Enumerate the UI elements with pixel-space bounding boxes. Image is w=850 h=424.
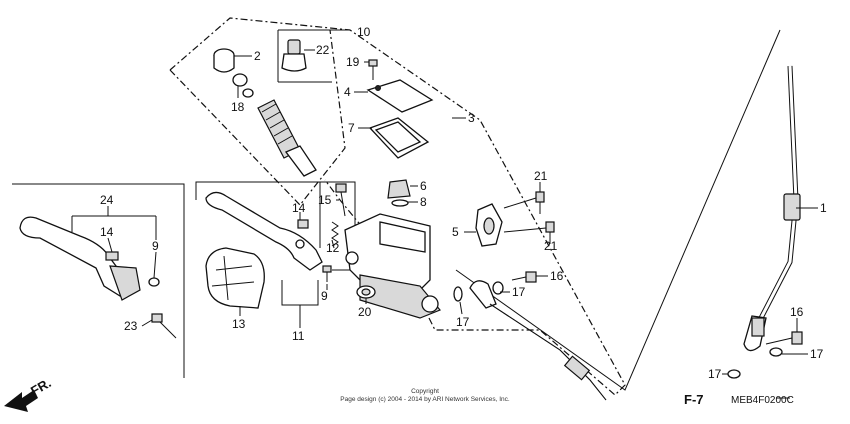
callout-23: 23 xyxy=(124,319,138,333)
part-13-lever-cover[interactable] xyxy=(205,247,265,309)
callout-1: 1 xyxy=(820,201,827,215)
part-4-reservoir-cap[interactable] xyxy=(366,79,434,113)
callout-15: 15 xyxy=(318,193,332,207)
callout-20: 20 xyxy=(358,305,372,319)
part-2-dust-boot[interactable] xyxy=(213,48,235,73)
part-17-washer-a[interactable] xyxy=(453,286,463,302)
leader-lines xyxy=(71,49,818,399)
part-12-spring[interactable] xyxy=(331,221,339,247)
part-23-bolt[interactable] xyxy=(151,313,177,339)
callouts: 2 22 18 10 19 4 7 3 6 8 5 21 21 16 17 17… xyxy=(100,25,827,381)
part-3-master-cylinder[interactable] xyxy=(344,213,441,319)
copyright-line-1: Copyright xyxy=(411,388,439,395)
callout-5: 5 xyxy=(452,225,459,239)
callout-16-right: 16 xyxy=(790,305,804,319)
part-24-lever-assembly[interactable] xyxy=(19,216,141,301)
callout-4: 4 xyxy=(344,85,351,99)
part-6-float[interactable] xyxy=(387,179,411,199)
copyright-line-2: Page design (c) 2004 - 2014 by ARI Netwo… xyxy=(340,396,510,403)
part-10-piston-spring[interactable] xyxy=(257,99,317,177)
part-15-pivot-bolt[interactable] xyxy=(335,183,347,217)
callout-19: 19 xyxy=(346,55,360,69)
callout-3: 3 xyxy=(468,111,475,125)
part-19-screw[interactable] xyxy=(368,59,378,80)
group-outline-hose-right xyxy=(455,29,781,391)
diagram-code: MEB4F0200C xyxy=(731,395,794,406)
callout-24: 24 xyxy=(100,193,114,207)
part-17-washer-d[interactable] xyxy=(769,347,783,357)
arrow-left-icon xyxy=(4,390,38,412)
callout-14-center: 14 xyxy=(292,201,306,215)
callout-17-c: 17 xyxy=(708,367,722,381)
part-21-bolt-upper[interactable] xyxy=(503,191,545,214)
part-20-washer[interactable] xyxy=(356,285,376,299)
callout-10: 10 xyxy=(357,25,371,39)
lever-kit-bracket-11 xyxy=(281,280,319,306)
callout-11: 11 xyxy=(292,329,305,343)
callout-21-upper: 21 xyxy=(534,169,548,183)
callout-22: 22 xyxy=(316,43,330,57)
callout-6: 6 xyxy=(420,179,427,193)
part-9-left-bolt[interactable] xyxy=(148,277,160,287)
callout-21-lower: 21 xyxy=(544,239,558,253)
part-14-nut[interactable] xyxy=(297,219,309,229)
group-outline-piston-kit xyxy=(169,29,346,206)
callout-8: 8 xyxy=(420,195,427,209)
callout-12: 12 xyxy=(326,241,340,255)
front-direction-marker: FR. xyxy=(4,375,54,412)
part-17-washer-c[interactable] xyxy=(727,369,741,379)
part-9-bolt[interactable] xyxy=(322,265,332,282)
callout-14-left: 14 xyxy=(100,225,114,239)
callout-17-a: 17 xyxy=(456,315,470,329)
part-16-banjo-bolt[interactable] xyxy=(511,271,537,283)
callout-18: 18 xyxy=(231,100,245,114)
callout-9-center: 9 xyxy=(321,289,328,303)
callout-13: 13 xyxy=(232,317,246,331)
callout-2: 2 xyxy=(254,49,261,63)
part-8-oring[interactable] xyxy=(391,199,409,207)
callout-9-left: 9 xyxy=(152,239,159,253)
part-1-brake-hose-right[interactable] xyxy=(743,65,801,352)
section-reference[interactable]: F-7 xyxy=(684,392,704,407)
callout-17-b: 17 xyxy=(512,285,526,299)
part-22-piston[interactable] xyxy=(281,39,307,72)
callout-7: 7 xyxy=(348,121,355,135)
part-1-brake-hose-left[interactable] xyxy=(469,280,607,401)
part-11-brake-lever[interactable] xyxy=(205,191,323,271)
part-18-circlip[interactable] xyxy=(232,73,254,98)
callout-16-left: 16 xyxy=(550,269,564,283)
part-5-holder[interactable] xyxy=(475,203,503,247)
group-outline-left-lever xyxy=(12,183,185,378)
part-16-bolt-right[interactable] xyxy=(765,331,803,345)
callout-17-d: 17 xyxy=(810,347,824,361)
part-17-washer-b[interactable] xyxy=(492,281,504,295)
part-7-diaphragm[interactable] xyxy=(368,117,430,159)
